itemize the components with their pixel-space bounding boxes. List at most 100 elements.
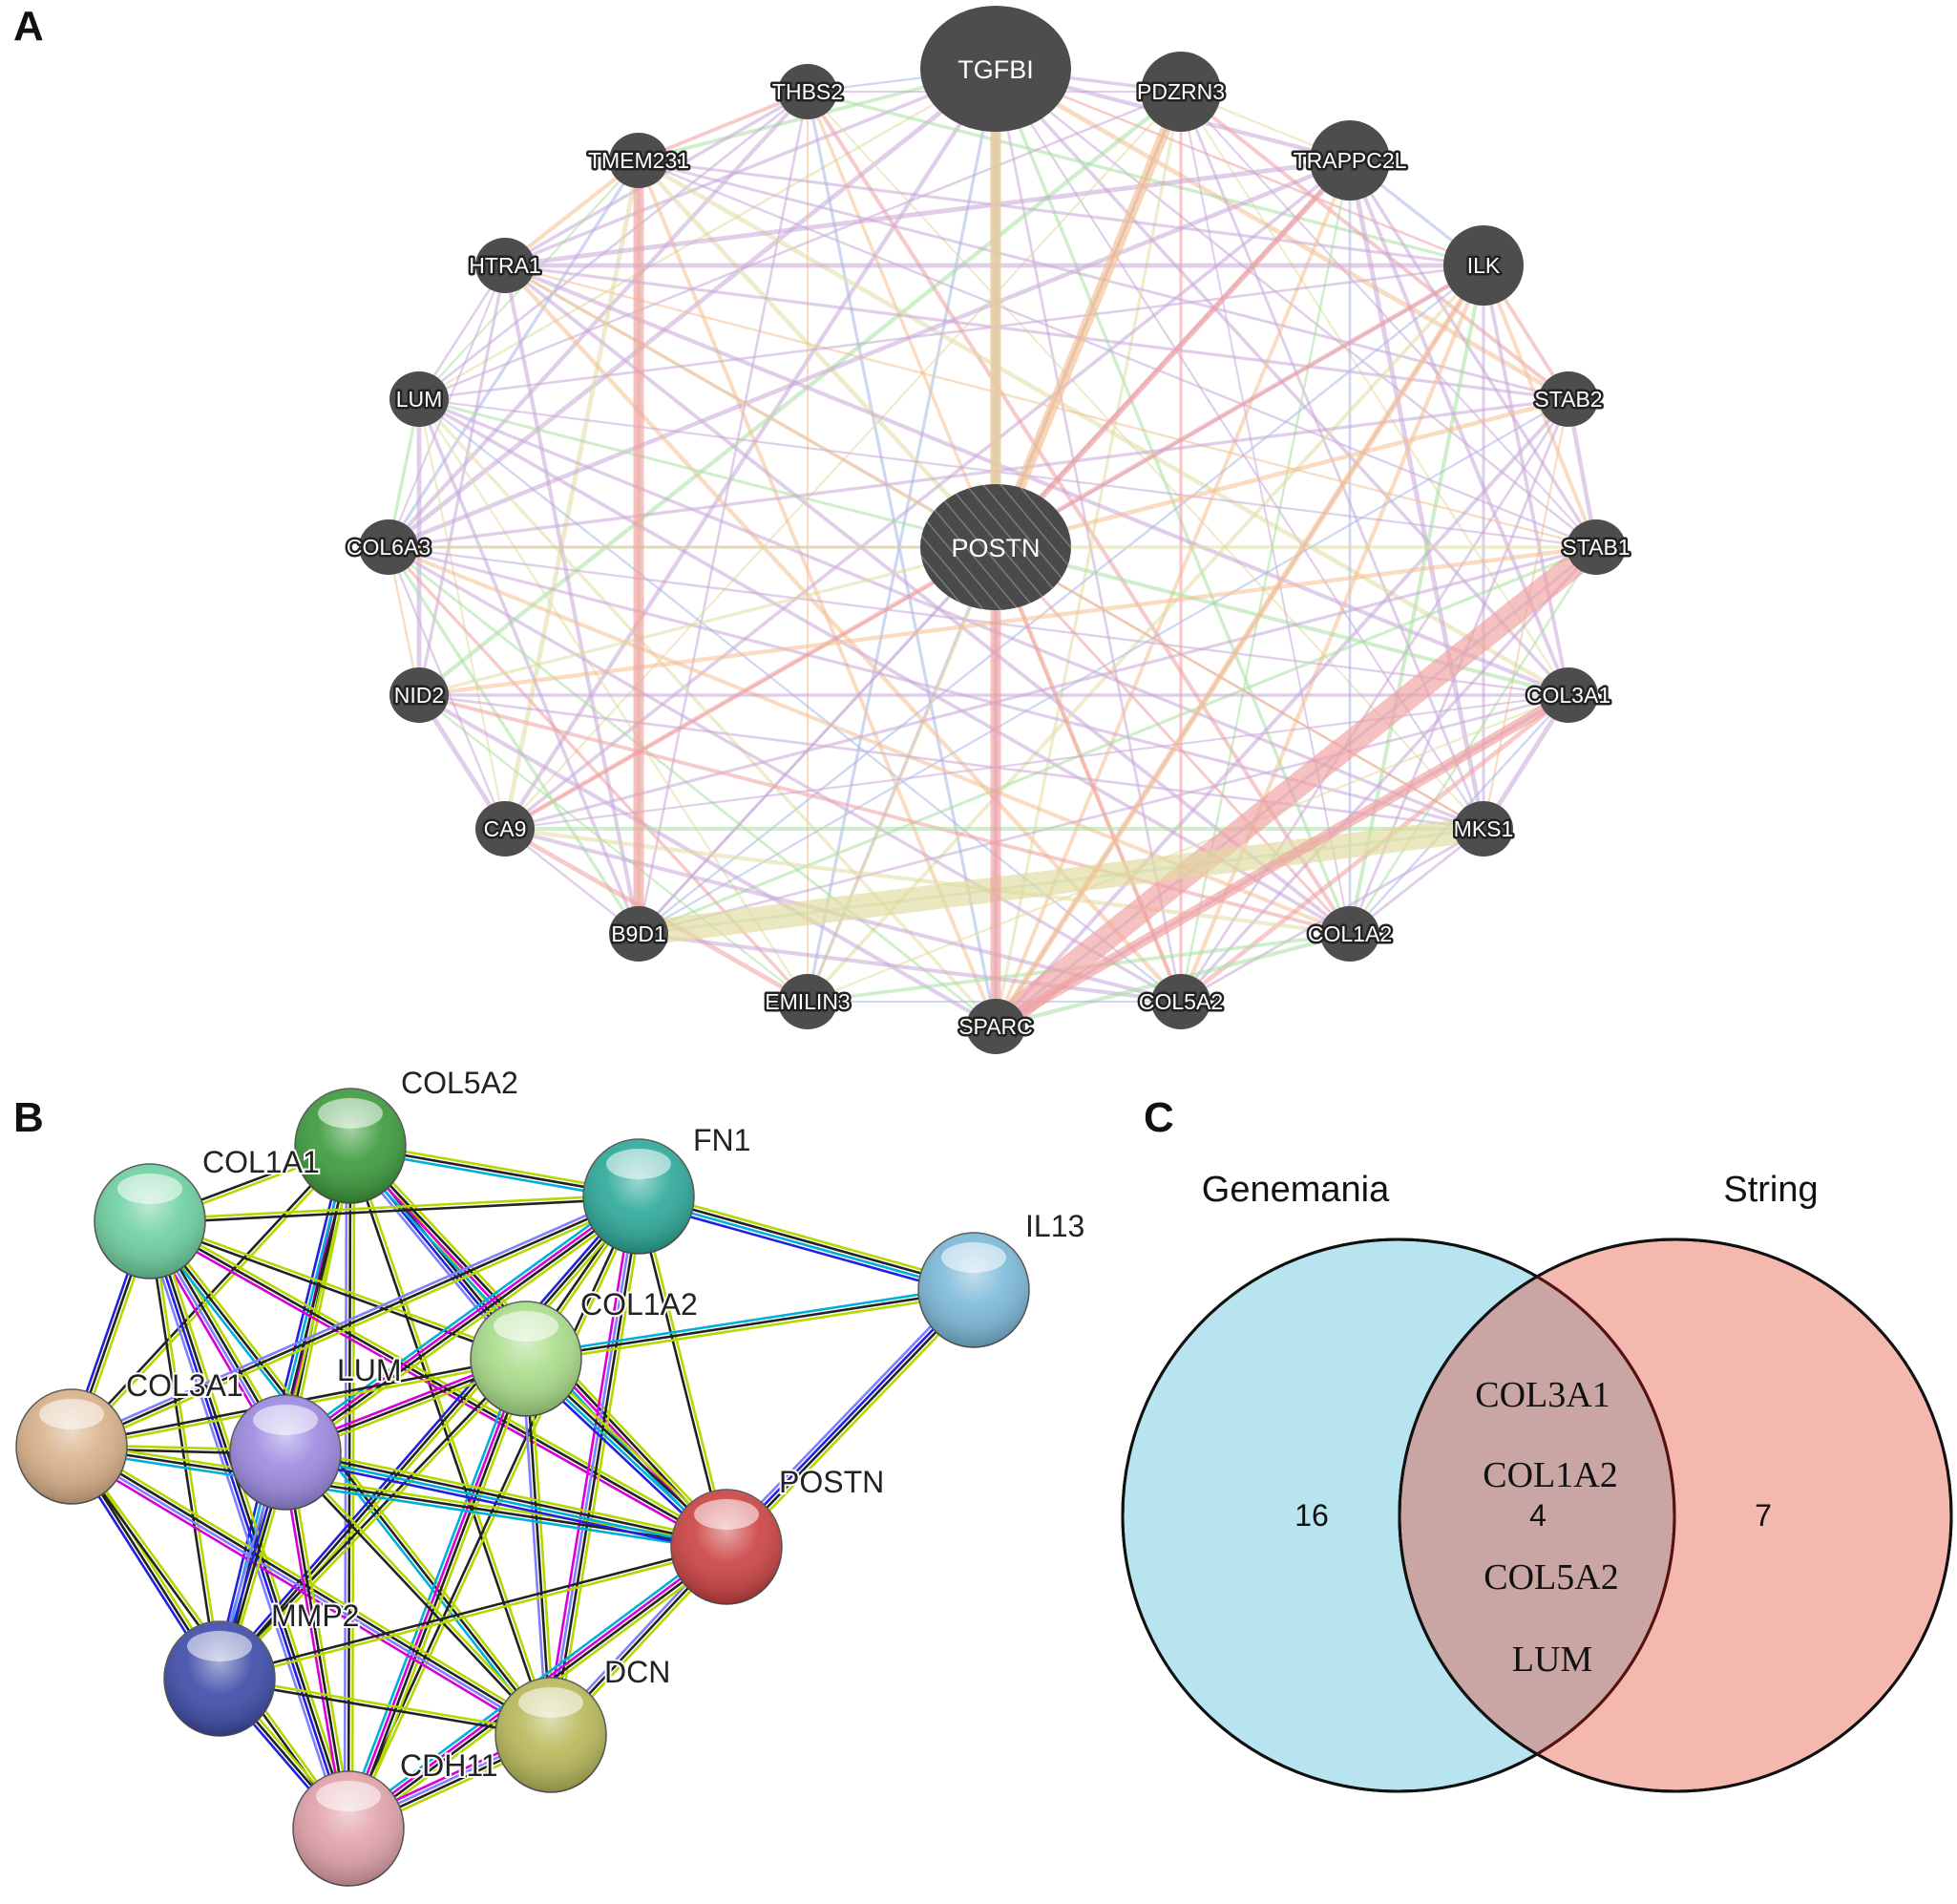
network-edge [417, 693, 998, 1028]
genemania-node[interactable]: CA9 [475, 801, 535, 857]
network-edge [504, 264, 1569, 401]
node-circle [389, 667, 449, 723]
node-label: POSTN [951, 534, 1040, 562]
genemania-node[interactable]: COL3A1 [1524, 667, 1613, 723]
node-highlight [39, 1399, 104, 1429]
network-edge [1482, 264, 1570, 696]
string-node[interactable]: MMP2 [163, 1597, 361, 1737]
network-edge [417, 398, 507, 830]
string-node[interactable]: FN1 [582, 1121, 752, 1255]
node-label: COL5A2 [1139, 989, 1223, 1014]
interaction-edge [150, 1217, 528, 1359]
interaction-edge [352, 1360, 533, 1831]
node-highlight [941, 1242, 1006, 1273]
interaction-edge [143, 1222, 345, 1831]
node-label: IL13 [1025, 1209, 1084, 1243]
string-node[interactable]: DCN [495, 1653, 672, 1793]
genemania-node[interactable]: POSTN [920, 484, 1071, 610]
genemania-node[interactable]: TMEM231 [585, 133, 692, 188]
node-circle [609, 906, 668, 962]
network-edge-highlighted [990, 689, 1574, 1032]
node-label: SPARC [958, 1014, 1033, 1039]
node-label: COL1A2 [1308, 921, 1392, 946]
venn-gene: COL3A1 [1475, 1375, 1610, 1415]
network-edge [1179, 398, 1570, 1003]
genemania-node[interactable]: TRAPPC2L [1291, 120, 1409, 201]
genemania-node[interactable]: TGFBI [920, 6, 1071, 132]
network-edge [638, 931, 1182, 1005]
interaction-edge [69, 1192, 638, 1445]
node-circle [1567, 519, 1626, 575]
interaction-edge [74, 1440, 555, 1731]
genemania-node[interactable]: THBS2 [769, 64, 846, 119]
string-node[interactable]: POSTN [670, 1463, 886, 1605]
genemania-node[interactable]: COL6A3 [344, 519, 433, 575]
interaction-edge [280, 1452, 347, 1830]
interaction-edge [342, 1356, 522, 1828]
venn-overlap-edge-left [1398, 1275, 1538, 1756]
node-label: LUM [337, 1353, 402, 1387]
network-edge [1348, 159, 1598, 548]
network-edge [418, 90, 1182, 401]
network-edge [418, 398, 809, 1003]
interaction-edge [348, 1359, 530, 1830]
network-edge [638, 264, 1484, 935]
network-edge [638, 693, 1569, 936]
genemania-node[interactable]: PDZRN3 [1134, 52, 1228, 132]
network-edge [806, 90, 1352, 936]
venn-left-count: 16 [1294, 1498, 1329, 1533]
genemania-node[interactable]: COL1A2 [1305, 906, 1395, 962]
genemania-node[interactable]: MKS1 [1451, 801, 1516, 857]
panel-letter-a: A [13, 3, 44, 50]
node-label: TMEM231 [588, 148, 689, 173]
interaction-edge [216, 1193, 637, 1678]
node-circle [778, 974, 837, 1029]
genemania-node[interactable]: COL5A2 [1136, 974, 1226, 1029]
string-node[interactable]: COL1A2 [470, 1285, 700, 1417]
network-edge [995, 546, 1484, 830]
genemania-node[interactable]: STAB2 [1532, 371, 1605, 427]
string-node[interactable]: COL5A2 [294, 1064, 520, 1204]
interaction-edge [71, 1449, 726, 1553]
network-edge [418, 398, 1182, 1003]
venn-gene: COL5A2 [1484, 1557, 1618, 1597]
genemania-node[interactable]: B9D1 [609, 906, 668, 962]
genemania-node[interactable]: EMILIN3 [763, 974, 852, 1029]
node-highlight [494, 1311, 558, 1342]
network-edge [504, 546, 997, 830]
venn-intersection-count: 4 [1529, 1498, 1547, 1533]
interaction-edge [284, 1194, 639, 1452]
string-node[interactable]: LUM [229, 1351, 404, 1511]
network-edge [638, 159, 1597, 549]
node-label: ILK [1467, 253, 1501, 278]
interaction-edge [284, 1456, 726, 1555]
node-label: LUM [396, 387, 443, 412]
string-node[interactable]: COL3A1 [15, 1366, 245, 1505]
string-node[interactable]: CDH11 [292, 1746, 500, 1887]
genemania-node[interactable]: STAB1 [1560, 519, 1632, 575]
interaction-edge [638, 1196, 974, 1294]
network-edge [387, 67, 998, 549]
interaction-edge [149, 1219, 727, 1549]
interaction-edge [525, 1284, 974, 1357]
string-node[interactable]: IL13 [917, 1207, 1086, 1348]
string-node[interactable]: COL1A1 [94, 1143, 322, 1280]
interaction-edge [729, 1293, 979, 1553]
venn-right-title: String [1723, 1170, 1818, 1210]
venn-right-count: 7 [1755, 1498, 1772, 1533]
genemania-node[interactable]: NID2 [389, 667, 449, 723]
node-circle [1539, 371, 1598, 427]
interaction-edge [73, 1198, 642, 1451]
interaction-edge [637, 1200, 973, 1298]
interaction-edge [151, 1216, 729, 1545]
network-edge [417, 264, 507, 696]
network-edge [418, 397, 1597, 549]
interaction-edge [721, 1284, 971, 1544]
genemania-node[interactable]: LUM [389, 371, 449, 427]
node-circle [609, 133, 668, 188]
genemania-node[interactable]: ILK [1443, 225, 1524, 306]
node-label: CDH11 [400, 1748, 498, 1783]
interaction-edge [520, 1359, 549, 1736]
genemania-node[interactable]: SPARC [957, 999, 1035, 1054]
genemania-node[interactable]: HTRA1 [467, 238, 543, 293]
